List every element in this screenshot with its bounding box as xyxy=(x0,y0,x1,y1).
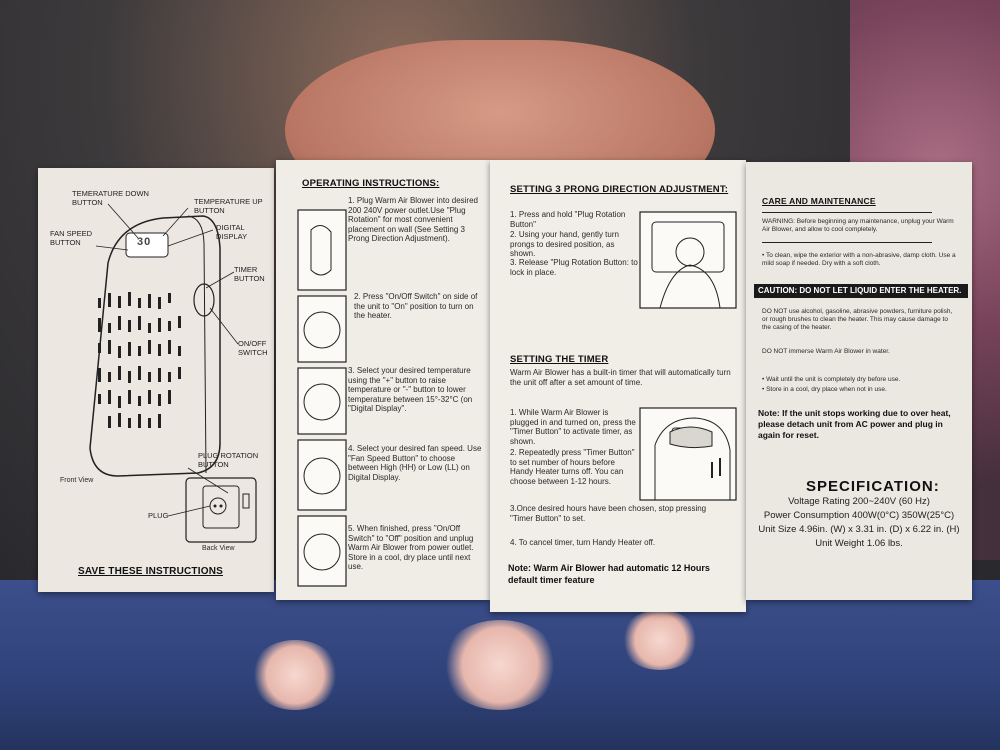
divider xyxy=(762,212,932,213)
caution-banner: CAUTION: DO NOT LET LIQUID ENTER THE HEA… xyxy=(754,284,968,298)
fabric-flower xyxy=(440,620,560,710)
operating-step-4: 4. Select your desired fan speed. Use "F… xyxy=(348,444,482,482)
label-fan-speed: FAN SPEED BUTTON xyxy=(50,229,93,247)
spec-title: SPECIFICATION: xyxy=(806,478,940,495)
spec-weight: Unit Weight 1.06 lbs. xyxy=(815,538,903,549)
spec-size: Unit Size 4.96in. (W) x 3.31 in. (D) x 6… xyxy=(758,524,960,535)
care-warning: WARNING: Before beginning any maintenanc… xyxy=(762,218,954,233)
operating-step-5: 5. When finished, press "On/Off Switch" … xyxy=(348,524,474,571)
label-temp-up: TEMPERATURE UP BUTTON xyxy=(194,197,263,215)
prong-step-2: 2. Using your hand, gently turn prongs t… xyxy=(510,230,619,258)
care-store: • Store in a cool, dry place when not in… xyxy=(762,386,887,393)
label-timer: TIMER BUTTON xyxy=(234,265,265,283)
operating-step-3: 3. Select your desired temperature using… xyxy=(348,366,473,413)
care-clean: • To clean, wipe the exterior with a non… xyxy=(762,252,956,267)
fabric-flower xyxy=(250,640,340,710)
divider xyxy=(762,242,932,243)
care-wait: • Wait until the unit is completely dry … xyxy=(762,376,901,383)
label-temp-down: TEMERATURE DOWN BUTTON xyxy=(72,189,149,207)
timer-step-3: 3.Once desired hours have been chosen, s… xyxy=(510,504,707,523)
label-back-view: Back View xyxy=(202,545,235,552)
label-plug-rotation: PLUG ROTATION BUTTON xyxy=(198,451,259,469)
care-donot-2: DO NOT immerse Warm Air Blower in water. xyxy=(762,348,890,355)
timer-intro: Warm Air Blower has a built-in timer tha… xyxy=(510,368,731,387)
label-onoff: ON/OFF SWITCH xyxy=(238,339,268,357)
step-illustrations-icon xyxy=(297,209,347,587)
operating-step-2: 2. Press "On/Off Switch" on side of the … xyxy=(354,292,478,320)
operating-step-1: 1. Plug Warm Air Blower into desired 200… xyxy=(348,196,478,243)
timer-step-4: 4. To cancel timer, turn Handy Heater of… xyxy=(510,538,656,547)
heater-diagram-icon xyxy=(89,203,257,543)
prong-heading: SETTING 3 PRONG DIRECTION ADJUSTMENT: xyxy=(510,184,729,195)
panel-diagram: 30 TEMERATURE DOWN BUTTON TEMPERATURE UP… xyxy=(38,168,274,592)
label-digital-display: DIGITAL DISPLAY xyxy=(216,223,248,241)
prong-illustration-icon xyxy=(639,211,737,501)
operating-heading: OPERATING INSTRUCTIONS: xyxy=(302,178,440,189)
label-front-view: Front View xyxy=(60,477,94,484)
prong-step-1: 1. Press and hold "Plug Rotation Button" xyxy=(510,210,626,229)
panel-prong-timer: SETTING 3 PRONG DIRECTION ADJUSTMENT: 1.… xyxy=(490,160,746,612)
save-instructions: SAVE THESE INSTRUCTIONS xyxy=(78,566,223,577)
spec-voltage: Voltage Rating 200~240V (60 Hz) xyxy=(788,496,930,507)
display-value: 30 xyxy=(137,236,152,248)
label-plug: PLUG xyxy=(148,511,169,520)
timer-step-1: 1. While Warm Air Blower is plugged in a… xyxy=(510,408,636,446)
panel-care-spec: CARE AND MAINTENANCE WARNING: Before beg… xyxy=(746,162,972,600)
spec-power: Power Consumption 400W(0°C) 350W(25°C) xyxy=(763,510,955,521)
care-donot-1: DO NOT use alcohol, gasoline, abrasive p… xyxy=(762,308,953,331)
care-note: Note: If the unit stops working due to o… xyxy=(758,408,951,440)
timer-heading: SETTING THE TIMER xyxy=(510,354,609,365)
prong-step-3: 3. Release "Plug Rotation Button: to loc… xyxy=(510,258,638,277)
panel-operating: OPERATING INSTRUCTIONS: 1. Plug Warm Air… xyxy=(276,160,490,600)
fabric-flower xyxy=(620,610,700,670)
care-heading: CARE AND MAINTENANCE xyxy=(762,196,876,206)
timer-step-2: 2. Repeatedly press "Timer Button" to se… xyxy=(510,448,635,486)
timer-note: Note: Warm Air Blower had automatic 12 H… xyxy=(508,563,710,585)
